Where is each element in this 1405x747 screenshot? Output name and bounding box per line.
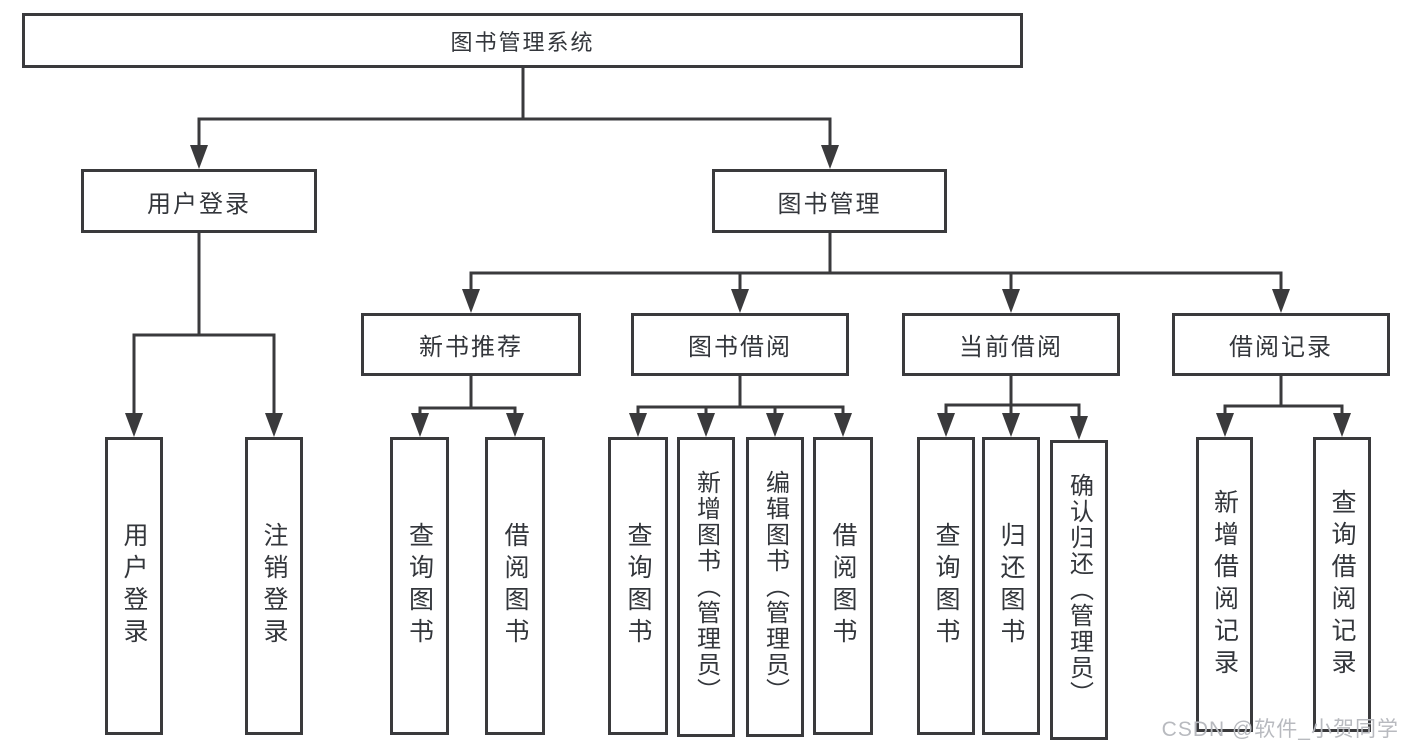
node-borrow-records: 借阅记录 (1172, 313, 1390, 376)
connector-book-borrow (636, 376, 845, 414)
leaf-return-book: 归还图书 (982, 437, 1040, 735)
node-user-login-branch: 用户登录 (81, 169, 317, 233)
connector-new-book (418, 376, 517, 414)
leaf-add-book-admin: 新增图书（管理员） (677, 437, 735, 737)
node-book-management-branch: 图书管理 (712, 169, 947, 233)
leaf-logout: 注销登录 (245, 437, 303, 735)
leaf-add-borrow-record: 新增借阅记录 (1196, 437, 1253, 732)
node-current-borrow: 当前借阅 (902, 313, 1120, 376)
node-book-borrow: 图书借阅 (631, 313, 849, 376)
leaf-confirm-return-admin: 确认归还（管理员） (1050, 440, 1108, 740)
connector-root (197, 68, 832, 147)
connector-borrow-records (1223, 376, 1344, 414)
leaf-borrow-books-recommend: 借阅图书 (485, 437, 545, 735)
leaf-borrow-books: 借阅图书 (813, 437, 873, 735)
node-new-book-recommend: 新书推荐 (361, 313, 581, 376)
connector-current-borrow (944, 376, 1081, 417)
leaf-query-borrow-record: 查询借阅记录 (1313, 437, 1371, 732)
leaf-query-books-borrow: 查询图书 (608, 437, 668, 735)
connector-user-login (132, 233, 276, 414)
leaf-query-books-current: 查询图书 (917, 437, 975, 735)
leaf-edit-book-admin: 编辑图书（管理员） (746, 437, 804, 737)
leaf-query-books-recommend: 查询图书 (390, 437, 449, 735)
connector-book-management (469, 233, 1283, 290)
leaf-user-login: 用户登录 (105, 437, 163, 735)
node-library-system: 图书管理系统 (22, 13, 1023, 68)
